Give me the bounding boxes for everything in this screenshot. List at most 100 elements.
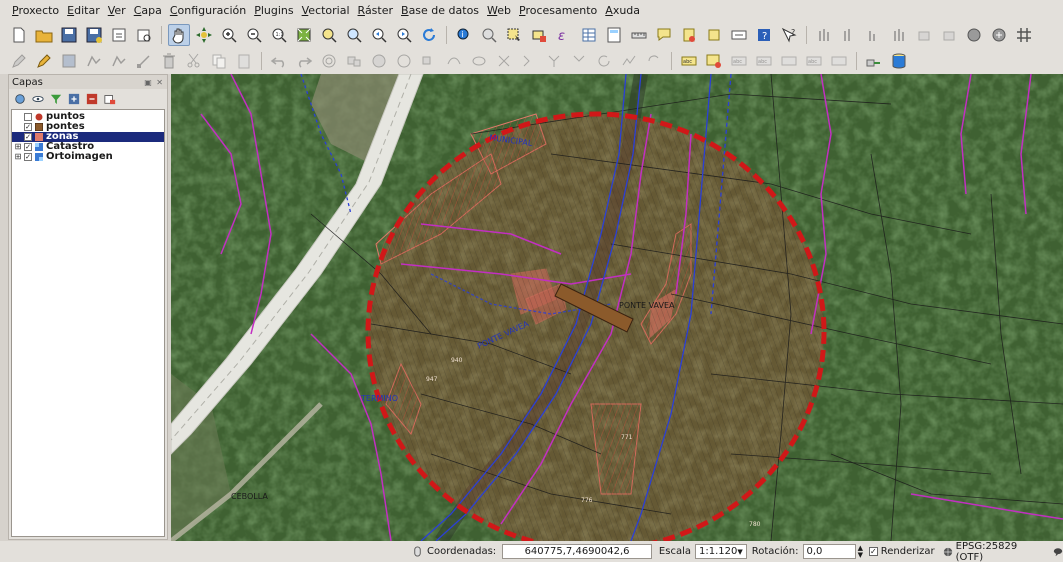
- show-bookmarks-button[interactable]: [703, 24, 725, 46]
- menu-proxecto[interactable]: Proxecto: [12, 4, 60, 17]
- zoom-to-layer-button[interactable]: [343, 24, 365, 46]
- render-checkbox[interactable]: ✓: [869, 547, 878, 556]
- crs-button[interactable]: [943, 547, 953, 557]
- layer-visibility-button[interactable]: [31, 92, 45, 106]
- zoom-last-button[interactable]: [368, 24, 390, 46]
- refresh-button[interactable]: [418, 24, 440, 46]
- merge-features-button[interactable]: [543, 50, 565, 72]
- save-as-button[interactable]: [83, 24, 105, 46]
- filter-legend-button[interactable]: [49, 92, 63, 106]
- add-part-button[interactable]: [343, 50, 365, 72]
- new-print-composer-button[interactable]: [108, 24, 130, 46]
- delete-selected-button[interactable]: [158, 50, 180, 72]
- add-feature-button[interactable]: [83, 50, 105, 72]
- help-button[interactable]: ?: [753, 24, 775, 46]
- move-feature-button[interactable]: [108, 50, 130, 72]
- paste-features-button[interactable]: [233, 50, 255, 72]
- menu-procesamento[interactable]: Procesamento: [519, 4, 598, 17]
- rotate-symbols-button[interactable]: [593, 50, 615, 72]
- add-wms-button[interactable]: [913, 24, 935, 46]
- rotation-spinner[interactable]: ▲▼: [858, 544, 863, 559]
- pan-to-selection-button[interactable]: [193, 24, 215, 46]
- expand-icon[interactable]: ⊞: [14, 152, 22, 161]
- messages-button[interactable]: [1053, 547, 1063, 557]
- expression-select-button[interactable]: ε: [553, 24, 575, 46]
- label-toolbar-button[interactable]: abc: [678, 50, 700, 72]
- menu-base-de-datos[interactable]: Base de datos: [401, 4, 480, 17]
- rotate-label-button[interactable]: [778, 50, 800, 72]
- coordinates-field[interactable]: 640775,7,4690042,6: [502, 544, 652, 559]
- expand-icon[interactable]: ⊞: [14, 142, 22, 151]
- zoom-in-button[interactable]: [218, 24, 240, 46]
- composer-manager-button[interactable]: [133, 24, 155, 46]
- reshape-button[interactable]: [443, 50, 465, 72]
- current-edits-button[interactable]: [8, 50, 30, 72]
- change-label-button[interactable]: abc: [803, 50, 825, 72]
- panel-float-close-icon[interactable]: ▣ ✕: [144, 77, 164, 87]
- crs-label[interactable]: EPSG:25829 (OTF): [955, 540, 1018, 562]
- feature-action-button[interactable]: [478, 24, 500, 46]
- menu-editar[interactable]: Editar: [67, 4, 100, 17]
- map-canvas[interactable]: MUNICIPAL PONTE VAVEA PONTE VAVEA TERMIN…: [171, 74, 1063, 541]
- simplify-button[interactable]: [618, 50, 640, 72]
- menu-capa[interactable]: Capa: [133, 4, 162, 17]
- remove-layer-button[interactable]: [103, 92, 117, 106]
- zoom-out-button[interactable]: [243, 24, 265, 46]
- cut-features-button[interactable]: [183, 50, 205, 72]
- delete-ring-button[interactable]: [393, 50, 415, 72]
- menu-vectorial[interactable]: Vectorial: [301, 4, 350, 17]
- menu-plugins[interactable]: Plugins: [254, 4, 294, 17]
- new-bookmark-button[interactable]: [678, 24, 700, 46]
- zoom-to-selection-button[interactable]: [318, 24, 340, 46]
- rotate-feature-button[interactable]: [643, 50, 665, 72]
- add-layer-button[interactable]: [988, 24, 1010, 46]
- split-features-button[interactable]: [493, 50, 515, 72]
- rotation-field[interactable]: 0,0: [802, 544, 856, 559]
- zoom-next-button[interactable]: [393, 24, 415, 46]
- coordinates-toggle-icon[interactable]: [412, 546, 423, 557]
- collapse-all-button[interactable]: [85, 92, 99, 106]
- menu-ráster[interactable]: Ráster: [357, 4, 394, 17]
- split-parts-button[interactable]: [518, 50, 540, 72]
- layer-visibility-checkbox[interactable]: ✓: [24, 143, 32, 151]
- layer-item-zonas[interactable]: ✓zonas: [12, 132, 164, 142]
- measure-button[interactable]: [628, 24, 650, 46]
- attribute-table-button[interactable]: [578, 24, 600, 46]
- pan-map-button[interactable]: [168, 24, 190, 46]
- layer-visibility-checkbox[interactable]: ✓: [24, 123, 32, 131]
- identify-features-button[interactable]: i: [453, 24, 475, 46]
- map-tips-button[interactable]: [653, 24, 675, 46]
- grid-button[interactable]: [1013, 24, 1035, 46]
- delete-part-button[interactable]: [418, 50, 440, 72]
- save-project-button[interactable]: [58, 24, 80, 46]
- layer-visibility-checkbox[interactable]: [24, 113, 32, 121]
- menu-configuración[interactable]: Configuración: [169, 4, 247, 17]
- show-hide-labels-button[interactable]: abc: [728, 50, 750, 72]
- offset-curve-button[interactable]: [468, 50, 490, 72]
- copy-features-button[interactable]: [208, 50, 230, 72]
- layer-item-catastro[interactable]: ⊞✓Catastro: [12, 142, 164, 152]
- layer-visibility-checkbox[interactable]: ✓: [24, 153, 32, 161]
- add-wcs-button[interactable]: [938, 24, 960, 46]
- select-features-button[interactable]: [503, 24, 525, 46]
- globe-button[interactable]: [963, 24, 985, 46]
- layer-style-button[interactable]: [13, 92, 27, 106]
- deselect-features-button[interactable]: [528, 24, 550, 46]
- layer-visibility-checkbox[interactable]: ✓: [24, 133, 32, 141]
- db-connect-button[interactable]: [863, 50, 885, 72]
- label-properties-button[interactable]: [828, 50, 850, 72]
- undo-button[interactable]: [268, 50, 290, 72]
- whats-this-button[interactable]: ?: [778, 24, 800, 46]
- zoom-full-button[interactable]: [293, 24, 315, 46]
- grass-tool-button[interactable]: [813, 24, 835, 46]
- zoom-native-button[interactable]: 1:1: [268, 24, 290, 46]
- text-annotation-button[interactable]: [728, 24, 750, 46]
- move-label-button[interactable]: abc: [753, 50, 775, 72]
- pin-labels-button[interactable]: [703, 50, 725, 72]
- new-project-button[interactable]: [8, 24, 30, 46]
- menu-ver[interactable]: Ver: [107, 4, 126, 17]
- layer-item-pontes[interactable]: ✓pontes: [12, 122, 164, 132]
- layer-item-puntos[interactable]: puntos: [12, 112, 164, 122]
- field-calculator-button[interactable]: [603, 24, 625, 46]
- merge-attributes-button[interactable]: [568, 50, 590, 72]
